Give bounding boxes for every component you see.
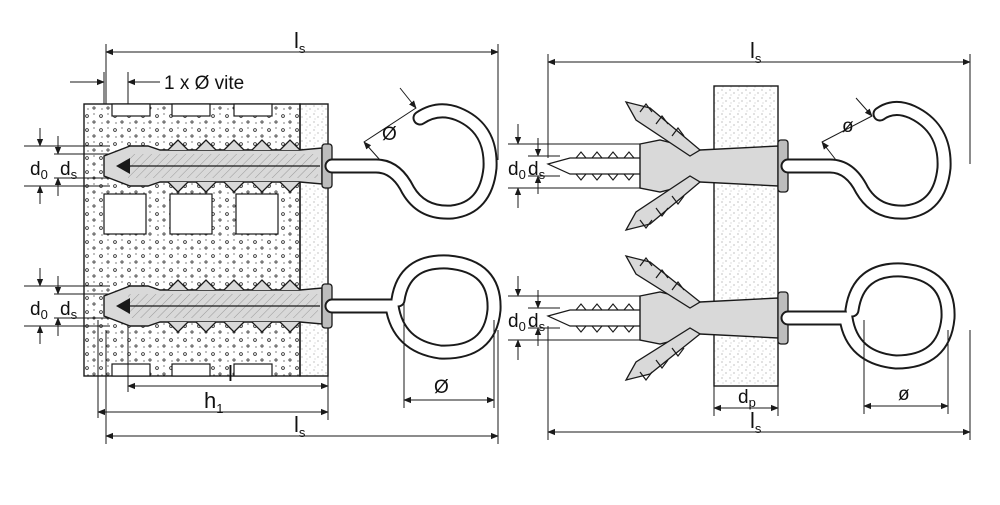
left-phi-label-bottom: Ø <box>434 377 449 398</box>
left-ds-label-top: ds <box>60 159 78 182</box>
left-d0-label-bottom: d0 <box>30 299 48 322</box>
left-ds-label-bottom: ds <box>60 299 78 322</box>
right-assembly: ls d0 ds d0 ds ø dp ø ls <box>508 38 971 440</box>
right-dp-label: dp <box>738 387 756 410</box>
right-cup-hook <box>782 103 950 218</box>
right-d0-label-bottom: d0 <box>508 311 526 334</box>
right-phi-label-top: ø <box>842 116 854 137</box>
left-phi-label-top: Ø <box>382 124 397 145</box>
screw-diameter-note: 1 x Ø vite <box>164 73 244 94</box>
left-d0-label-top: d0 <box>30 159 48 182</box>
left-assembly: ls 1 x Ø vite d0 ds d0 ds Ø Ø l h1 ls <box>24 28 502 444</box>
right-ls-top-label: ls <box>750 38 762 66</box>
eye-hook <box>326 256 500 358</box>
right-eye-hook <box>782 264 954 368</box>
brick-cavities <box>103 103 279 377</box>
wall-plug-bottom <box>103 279 333 333</box>
right-phi-label-bottom: ø <box>898 384 910 405</box>
right-dimensions <box>508 54 971 440</box>
right-d0-label-top: d0 <box>508 159 526 182</box>
plasterboard-panel <box>713 85 779 387</box>
left-h1-label: h1 <box>204 388 223 416</box>
cup-hook <box>326 105 496 218</box>
wall-plug-top <box>103 139 333 193</box>
left-l-label: l <box>228 361 233 386</box>
right-ds-label-top: ds <box>528 159 546 182</box>
left-ls-bottom-label: ls <box>294 412 306 440</box>
right-ds-label-bottom: ds <box>528 311 546 334</box>
left-dimensions <box>24 44 499 444</box>
toggle-anchor-bottom <box>546 255 789 381</box>
right-ls-bottom-label: ls <box>750 408 762 436</box>
left-ls-top-label: ls <box>294 28 306 56</box>
toggle-anchor-top <box>546 101 789 231</box>
